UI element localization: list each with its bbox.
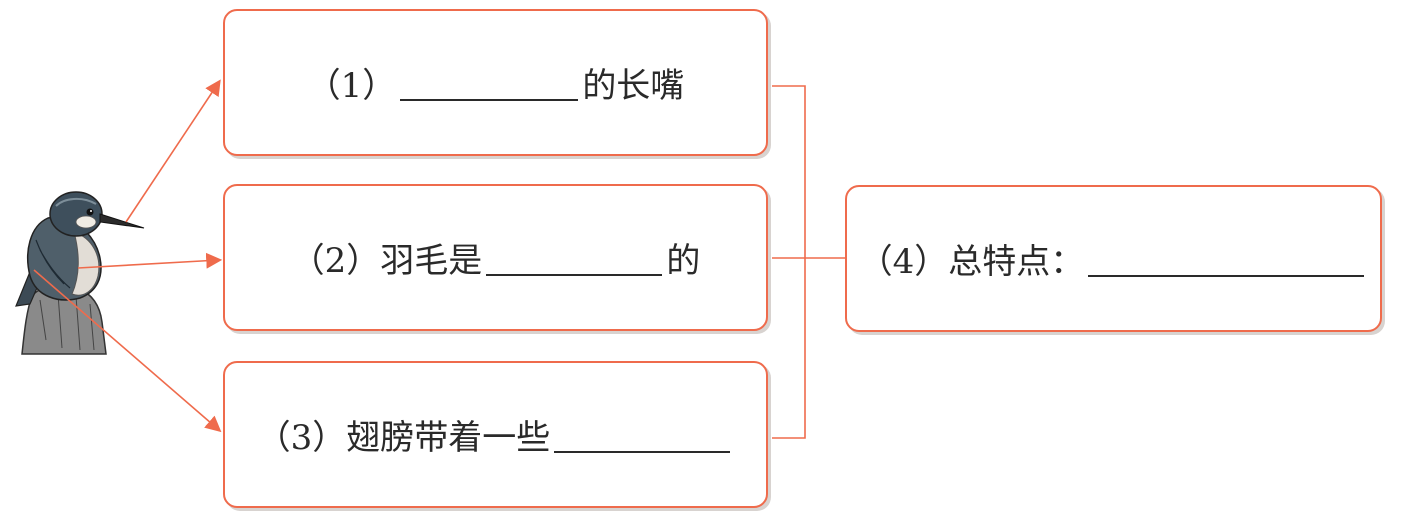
beak-feature-suffix: 的长嘴	[582, 66, 685, 106]
feather-feature-prefix: （2）羽毛是	[290, 241, 483, 281]
beak-feature-prefix: （1）	[306, 66, 397, 106]
summary-answer-blank[interactable]	[1088, 241, 1365, 277]
arrow-to-feather-box	[77, 252, 223, 269]
wing-feature-box: （3）翅膀带着一些	[223, 361, 768, 508]
feather-feature-box: （2）羽毛是 的	[223, 184, 768, 331]
arrow-to-wing-box	[33, 269, 222, 433]
kingfisher-bird-icon	[15, 191, 145, 355]
arrow-to-beak-box	[125, 79, 221, 223]
summary-feature-prefix: （4）总特点：	[858, 242, 1085, 282]
summary-feature-box: （4）总特点：	[845, 185, 1382, 332]
beak-answer-blank[interactable]	[400, 65, 579, 101]
feather-feature-suffix: 的	[666, 241, 701, 281]
feather-answer-blank[interactable]	[486, 240, 663, 276]
wing-answer-blank[interactable]	[554, 417, 731, 453]
summary-bracket	[772, 85, 806, 439]
wing-feature-prefix: （3）翅膀带着一些	[256, 418, 551, 458]
beak-feature-box: （1） 的长嘴	[223, 9, 768, 156]
